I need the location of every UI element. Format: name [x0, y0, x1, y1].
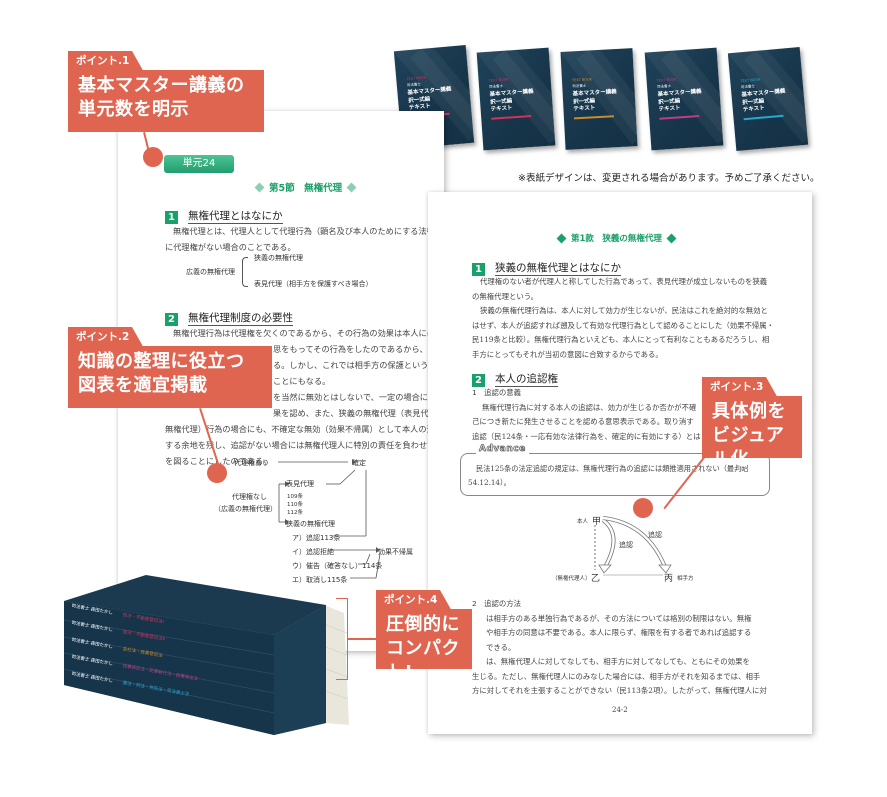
compact-bracket-line — [348, 638, 376, 640]
left-section-1-heading: 1 無権代理とはなにか — [165, 210, 283, 224]
cover-accent-bar — [743, 114, 784, 121]
cover-accent-bar — [659, 114, 700, 120]
cover-publisher: 司法書士 — [572, 83, 587, 89]
compact-bracket — [336, 598, 348, 680]
cover-accent-bar — [491, 114, 532, 120]
cover-accent-bar — [573, 115, 614, 120]
right-section-2-text: 1 追認の意義 無権代理行為に対する本人の追認は、効力が生じるか否かが不確 己に… — [472, 388, 701, 441]
point-2-dot — [207, 463, 227, 483]
diamond-icon — [556, 233, 567, 243]
diamond-icon — [346, 182, 357, 192]
point-1-dot — [143, 147, 163, 167]
cover-title: 基本マスター講義択一式編テキスト — [489, 88, 534, 113]
right-section-2-heading: 2 本人の追認権 — [472, 373, 558, 387]
right-section-1-heading: 1 狭義の無権代理とはなにか — [472, 262, 621, 276]
flow-arrows — [278, 459, 381, 579]
right-section-title: 第1款 狭義の無権代理 — [552, 232, 681, 244]
cover-title: 基本マスター講義択一式編テキスト — [741, 88, 786, 114]
point-4-tag: ポイント.4 — [376, 590, 452, 610]
advance-label: Advance — [476, 444, 529, 454]
diagram-root: 広義の無権代理 — [186, 268, 235, 276]
cover-publisher: 司法書士 — [488, 83, 504, 89]
point-1-callout: 基本マスター講義の 単元数を明示 — [68, 70, 264, 132]
cover-title: 基本マスター講義択一式編テキスト — [572, 89, 617, 113]
left-section-1-text: 無権代理とは、代理人として代理行為（顕名及び本人のためにする法律行為） に代理権… — [165, 226, 460, 252]
brace — [242, 257, 248, 287]
cover-publisher: 司法書士 — [406, 82, 421, 88]
point-2-tag: ポイント.2 — [68, 327, 144, 347]
point-3-dot — [633, 498, 653, 518]
cover-design-note: ※表紙デザインは、変更される場合があります。予めご了承ください。 — [518, 173, 820, 184]
left-section-title: 第5節 無権代理 — [250, 180, 361, 194]
page-number: 24-2 — [612, 706, 628, 714]
diamond-icon — [666, 233, 677, 243]
ratification-arrows — [594, 516, 672, 576]
point-3-tag: ポイント.3 — [702, 377, 778, 397]
point-2-callout: 知識の整理に役立つ 図表を適宜掲載 — [68, 346, 272, 408]
cover-title: 基本マスター講義択一式編テキスト — [657, 88, 702, 113]
point-3-callout: 具体例を ビジュアル化 — [702, 396, 802, 470]
left-section-2-heading: 2 無権代理制度の必要性 — [165, 312, 293, 326]
cover-publisher: 司法書士 — [656, 83, 672, 89]
unit-badge: 単元24 — [164, 155, 234, 173]
advance-text: 民法125条の法定追認の規定は、無権代理行為の追認には類推適用されない（最判昭 … — [468, 464, 749, 487]
cover-publisher: 司法書士 — [740, 84, 755, 90]
book-stack-graphic — [63, 575, 349, 735]
point-4-callout: 圧倒的に コンパクト! — [376, 609, 472, 683]
point-1-tag: ポイント.1 — [68, 51, 144, 71]
diamond-icon — [254, 182, 265, 192]
right-page-sample — [428, 192, 812, 734]
cover-title: 基本マスター講義択一式編テキスト — [407, 86, 452, 112]
right-section-1-text: 代理権のない者が代理人と称してした行為であって、表見代理が成立しないものを狭義 … — [472, 277, 775, 359]
right-section-2-method: 2 追認の方法 は相手方のある単独行為であるが、その方法については格別の制限はな… — [472, 599, 767, 695]
advance-box — [460, 453, 770, 496]
